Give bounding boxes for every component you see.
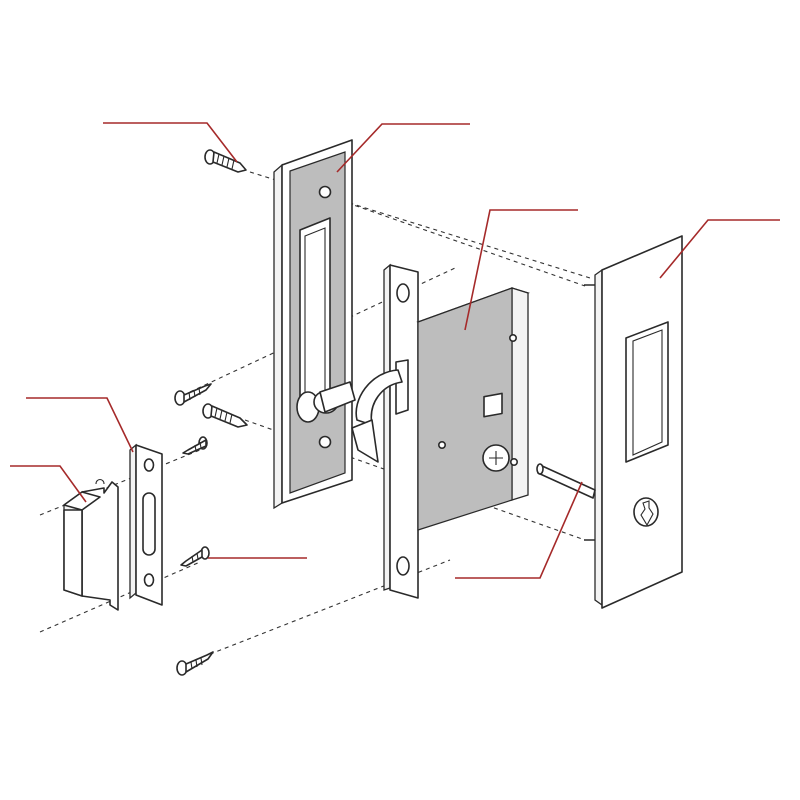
spindle	[536, 463, 596, 499]
callout-leaders	[10, 122, 780, 579]
leader-inner-pull-plate	[336, 123, 470, 173]
lock-body	[416, 287, 530, 531]
leader-strike-box	[10, 465, 87, 503]
screw-mid-left	[174, 383, 212, 406]
faceplate	[351, 263, 419, 599]
guide-line-strike-bottom	[39, 561, 201, 633]
strike-box	[63, 478, 119, 611]
strike-plate	[129, 443, 163, 606]
screw-bottom	[176, 651, 214, 676]
screw-strike-bottom	[180, 546, 210, 567]
leader-spindle	[455, 481, 583, 579]
outer-pull-plate	[584, 235, 683, 609]
leader-strike-plate	[26, 397, 134, 453]
screw-mid	[202, 403, 248, 428]
leader-screw	[103, 122, 238, 163]
leader-outer-pull-plate	[659, 219, 780, 279]
guide-line-inner-plate-top	[324, 194, 586, 287]
guide-line-bottom	[194, 559, 451, 661]
leader-lock-body	[464, 209, 578, 331]
screw-top	[204, 149, 247, 173]
inner-pull-plate	[273, 139, 356, 510]
screw-strike-top	[182, 436, 208, 455]
